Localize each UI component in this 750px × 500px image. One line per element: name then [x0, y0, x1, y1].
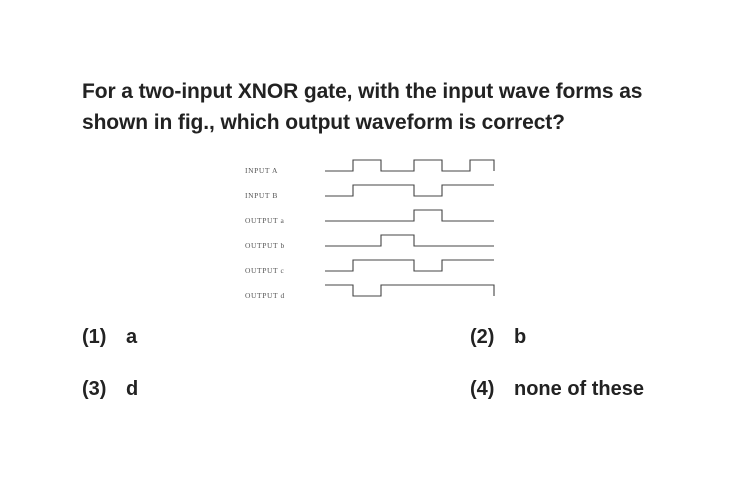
waveform-label-2: INPUT B: [245, 191, 278, 200]
option-4-number: (4): [470, 378, 495, 400]
waveform-label-5: OUTPUT c: [245, 266, 285, 275]
option-2[interactable]: (2) b: [470, 326, 526, 349]
waveform-label-1: INPUT A: [245, 166, 278, 175]
waveform-label-6: OUTPUT d: [245, 291, 285, 300]
waveform-diagram: INPUT A INPUT B OUTPUT a OUTPUT b OUTPUT c OU…: [245, 159, 495, 300]
waveform-trace-4: [325, 234, 494, 247]
waveform-trace-1: [325, 159, 495, 172]
option-3[interactable]: (3) d: [82, 378, 138, 401]
waveform-figure: INPUT A INPUT B OUTPUT a OUTPUT b OUTPUT c OU…: [230, 156, 510, 312]
waveform-label-4: OUTPUT b: [245, 241, 285, 250]
waveform-trace-5: [325, 259, 494, 272]
option-2-number: (2): [470, 326, 495, 348]
waveform-trace-6: [325, 284, 495, 297]
option-1-text: a: [126, 326, 138, 348]
waveform-trace-3: [325, 209, 494, 222]
option-1-number: (1): [82, 326, 107, 348]
option-3-text: d: [126, 378, 139, 400]
option-4[interactable]: (4) none of these: [470, 378, 644, 401]
option-4-text: none of these: [514, 378, 645, 400]
option-1[interactable]: (1) a: [82, 326, 137, 349]
question-text: For a two-input XNOR gate, with the inpu…: [82, 80, 643, 134]
waveform-trace-2: [325, 184, 494, 197]
option-3-number: (3): [82, 378, 107, 400]
waveform-label-3: OUTPUT a: [245, 216, 285, 225]
option-2-text: b: [514, 326, 527, 348]
